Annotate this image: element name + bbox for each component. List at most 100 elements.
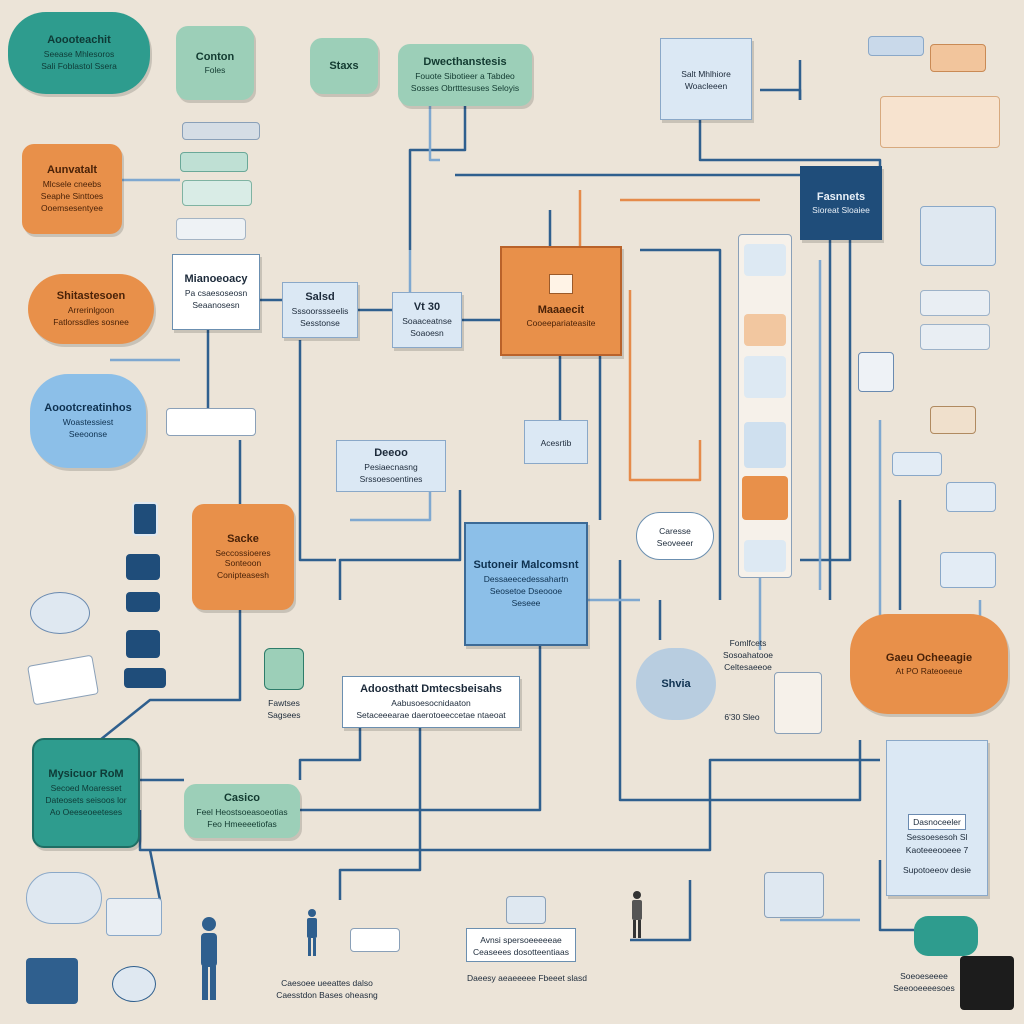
bottom-caption-box: Avnsi spersoeeeeeae Ceaseees dosotteenti… — [466, 928, 576, 962]
device-icon — [920, 206, 996, 266]
bottom-caption-left: Caesoee ueeattes dalso Caesstdon Bases o… — [260, 972, 394, 1004]
device-icon — [742, 476, 788, 520]
connection-line — [800, 240, 852, 562]
node-subtitle: Seccossioeres Sonteoon — [215, 548, 271, 569]
node-title: Vt 30 — [413, 301, 441, 314]
cloud-icon — [26, 872, 102, 924]
node-subtitle: Ceaseees dosotteentiaas — [473, 947, 569, 957]
node-subtitle: Pesiaecnasng — [364, 462, 418, 473]
mid-left-white-panel: Mianoeoacy Pa csaesoseosn Seaanosesn — [172, 254, 260, 330]
connection-line — [628, 290, 702, 482]
node-subtitle: Ooemsesentyee — [41, 203, 103, 214]
right-navy-node: Fasnnets Sioreat Sloaiee — [800, 166, 882, 240]
gauge-icon — [30, 592, 90, 634]
node-subtitle: Setaceeearae daerotoeeccetae ntaeoat — [356, 710, 506, 721]
device-icon — [940, 552, 996, 588]
node-subtitle: Sessoesesoh Sl — [906, 832, 968, 843]
device-icon — [112, 966, 156, 1002]
monitor-icon — [549, 273, 573, 294]
node-subtitle: Secoed Moaresset — [50, 783, 122, 794]
device-icon — [930, 406, 976, 434]
connection-line — [138, 758, 880, 852]
node-title: Gaeu Ocheeagie — [885, 651, 973, 664]
node-subtitle: Fouote Sibotieer a Tabdeo — [415, 71, 515, 82]
sage-bottom-node: Casico Feel Heostsoeasoeotias Feo Hmeeee… — [184, 784, 300, 838]
center-caption-box: Adoosthatt Dmtecsbeisahs Aabusoesocnidaa… — [342, 676, 520, 728]
node-title: Shitastesoen — [56, 290, 126, 303]
center-blue-label: Deeoo Pesiaecnasng Srssoesoentines — [336, 440, 446, 492]
right-orange-cloud: Gaeu Ocheeagie At PO Rateoeeue — [850, 614, 1008, 714]
connection-line — [760, 88, 802, 100]
device-icon — [930, 44, 986, 72]
device-icon — [182, 122, 260, 140]
node-title: Deeoo — [374, 447, 408, 460]
node-subtitle: Mlcsele cneebs — [42, 179, 102, 190]
top-center-box: Dwecthanstesis Fouote Sibotieer a Tabdeo… — [398, 44, 532, 106]
device-icon — [180, 152, 248, 172]
device-icon — [946, 482, 996, 512]
node-subtitle: At PO Rateoeeue — [895, 666, 963, 677]
document-icon — [858, 352, 894, 392]
node-subtitle: Sssoorssseelis — [291, 306, 349, 317]
node-subtitle: Seaphe Sinttoes — [40, 191, 104, 202]
device-icon — [880, 96, 1000, 148]
node-subtitle: Srssoesoentines — [359, 474, 423, 485]
node-subtitle: Foles — [204, 65, 226, 76]
server-icon — [26, 958, 78, 1004]
connection-line — [350, 480, 432, 522]
device-icon — [126, 630, 160, 658]
device-icon — [868, 36, 924, 56]
device-icon — [126, 554, 160, 580]
node-subtitle: Sagsees — [267, 710, 301, 720]
gray-vessel-node: Shvia — [636, 648, 716, 720]
connection-line — [148, 849, 162, 901]
node-title: Dwecthanstesis — [423, 56, 507, 69]
orange-left-node: Sacke Seccossioeres Sonteoon Conipteases… — [192, 504, 294, 610]
cloud-node-top-left: Aoooteachit Seease Mhlesoros Sali Foblas… — [8, 12, 150, 94]
device-icon — [124, 668, 166, 688]
node-title: Soeoeseeee — [900, 970, 948, 981]
connection-line — [298, 728, 362, 780]
device-icon — [126, 592, 160, 612]
logo-badge — [960, 956, 1014, 1010]
left-blue-cloud: Aoootcreatinhos Woastessiest Seeoonse — [30, 374, 146, 468]
node-subtitle: Aabusoesocnidaaton — [391, 698, 471, 709]
node-subtitle: Feel Heostsoeasoeotias — [196, 807, 288, 818]
node-subtitle: Sali Foblastol Ssera — [41, 61, 117, 72]
node-subtitle: Woastessiest — [62, 417, 114, 428]
node-title: Avnsi spersoeeeeeae — [480, 934, 562, 945]
node-subtitle: Soaoesn — [410, 328, 444, 339]
connection-line — [618, 560, 862, 802]
connection-line — [630, 880, 692, 942]
connection-line — [640, 248, 722, 600]
device-icon — [744, 314, 786, 346]
node-subtitle: Supotoeeov desie — [902, 864, 972, 875]
node-title: Sacke — [227, 533, 259, 546]
node-subtitle: Seease Mhlesoros — [43, 49, 115, 60]
node-title: Caresse — [659, 525, 691, 536]
device-icon — [176, 218, 246, 240]
node-title: Fasnnets — [816, 190, 866, 203]
center-device-label: Acesrtib — [524, 420, 588, 464]
node-subtitle: Seseee — [511, 598, 541, 609]
connection-line — [298, 340, 336, 562]
node-subtitle: Sosses Obrtttesuses Seloyis — [410, 83, 520, 94]
connection-line — [338, 490, 462, 600]
node-title: Aunvatalt — [46, 164, 98, 177]
node-subtitle: Cooeepariateasite — [526, 318, 596, 329]
node-title: Salt Mhlhiore — [681, 68, 731, 79]
small-device-label: Fawtses Sagsees — [258, 696, 310, 720]
node-subtitle: Woacleeen — [684, 81, 728, 91]
node-subtitle: Kaoteeeooeee 7 — [905, 844, 969, 855]
left-orange-cloud-2: Shitastesoen Arrerinlgoon Fatlorssdles s… — [28, 274, 154, 344]
node-subtitle: Seoveeer — [656, 538, 694, 548]
node-title: Fawtses — [268, 697, 300, 708]
mid-label-box-2: Vt 30 Soaaceatnse Soaoesn — [392, 292, 462, 348]
device-icon — [166, 408, 256, 436]
tablet-icon — [132, 502, 158, 536]
node-subtitle: Seaanosesn — [192, 300, 240, 311]
node-subtitle: Dateosets seisoos lor — [45, 795, 127, 806]
device-icon — [744, 244, 786, 276]
node-title: Daeesy aeaeeeee Fbeeet slasd — [466, 972, 588, 983]
node-title: Staxs — [329, 59, 359, 72]
